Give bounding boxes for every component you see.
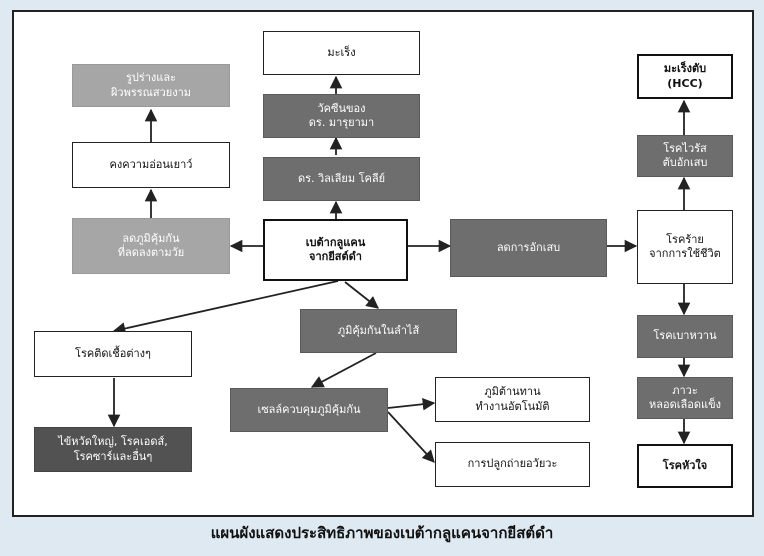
- diagram-caption: แผนผังแสดงประสิทธิภาพของเบต้ากลูแคนจากยี…: [210, 524, 554, 542]
- arrow-center-to-infection: [112, 280, 339, 335]
- node-center: เบต้ากลูแคน จากยีสต์ดำ: [263, 219, 408, 281]
- node-immune-cells: เซลล์ควบคุมภูมิคุ้มกัน: [230, 388, 388, 432]
- node-dr-william: ดร. วิลเลียม โคลีย์: [263, 157, 420, 201]
- node-youthful: คงความอ่อนเยาว์: [72, 142, 230, 188]
- node-autoimmune: ภูมิต้านทาน ทำงานอัตโนมัติ: [435, 377, 590, 422]
- node-infection-examples: ไข้หวัดใหญ่, โรคเอดส์, โรคซาร์และอื่นๆ: [34, 427, 192, 472]
- node-chronic-disease: โรคร้าย จากการใช้ชีวิต: [637, 210, 733, 284]
- node-cancer: มะเร็ง: [263, 31, 420, 75]
- node-diabetes: โรคเบาหวาน: [637, 315, 733, 358]
- node-liver-cancer: มะเร็งตับ (HCC): [637, 54, 733, 99]
- node-reduce-inflammation: ลดการอักเสบ: [450, 219, 607, 277]
- arrow-cells-to-transplant: [387, 411, 435, 463]
- node-arteriosclerosis: ภาวะ หลอดเลือดแข็ง: [637, 377, 733, 419]
- node-infection: โรคติดเชื้อต่างๆ: [34, 331, 192, 377]
- node-heart-disease: โรคหัวใจ: [637, 444, 733, 488]
- node-vaccine: วัคซีนของ ดร. มารุยามา: [263, 94, 420, 138]
- arrow-gut-to-cells: [310, 352, 377, 388]
- node-immunity-aging: ลดภูมิคุ้มกัน ที่ลดลงตามวัย: [72, 218, 230, 274]
- arrow-cells-to-autoimmune: [387, 397, 436, 411]
- node-viral-hepatitis: โรคไวรัส ตับอักเสบ: [637, 135, 733, 177]
- node-gut-immunity: ภูมิคุ้มกันในลำไส้: [300, 309, 457, 353]
- arrow-center-to-gut: [344, 281, 379, 309]
- node-smooth-skin: รูปร่างและ ผิวพรรณสวยงาม: [72, 64, 230, 107]
- node-transplant: การปลูกถ่ายอวัยวะ: [435, 442, 590, 487]
